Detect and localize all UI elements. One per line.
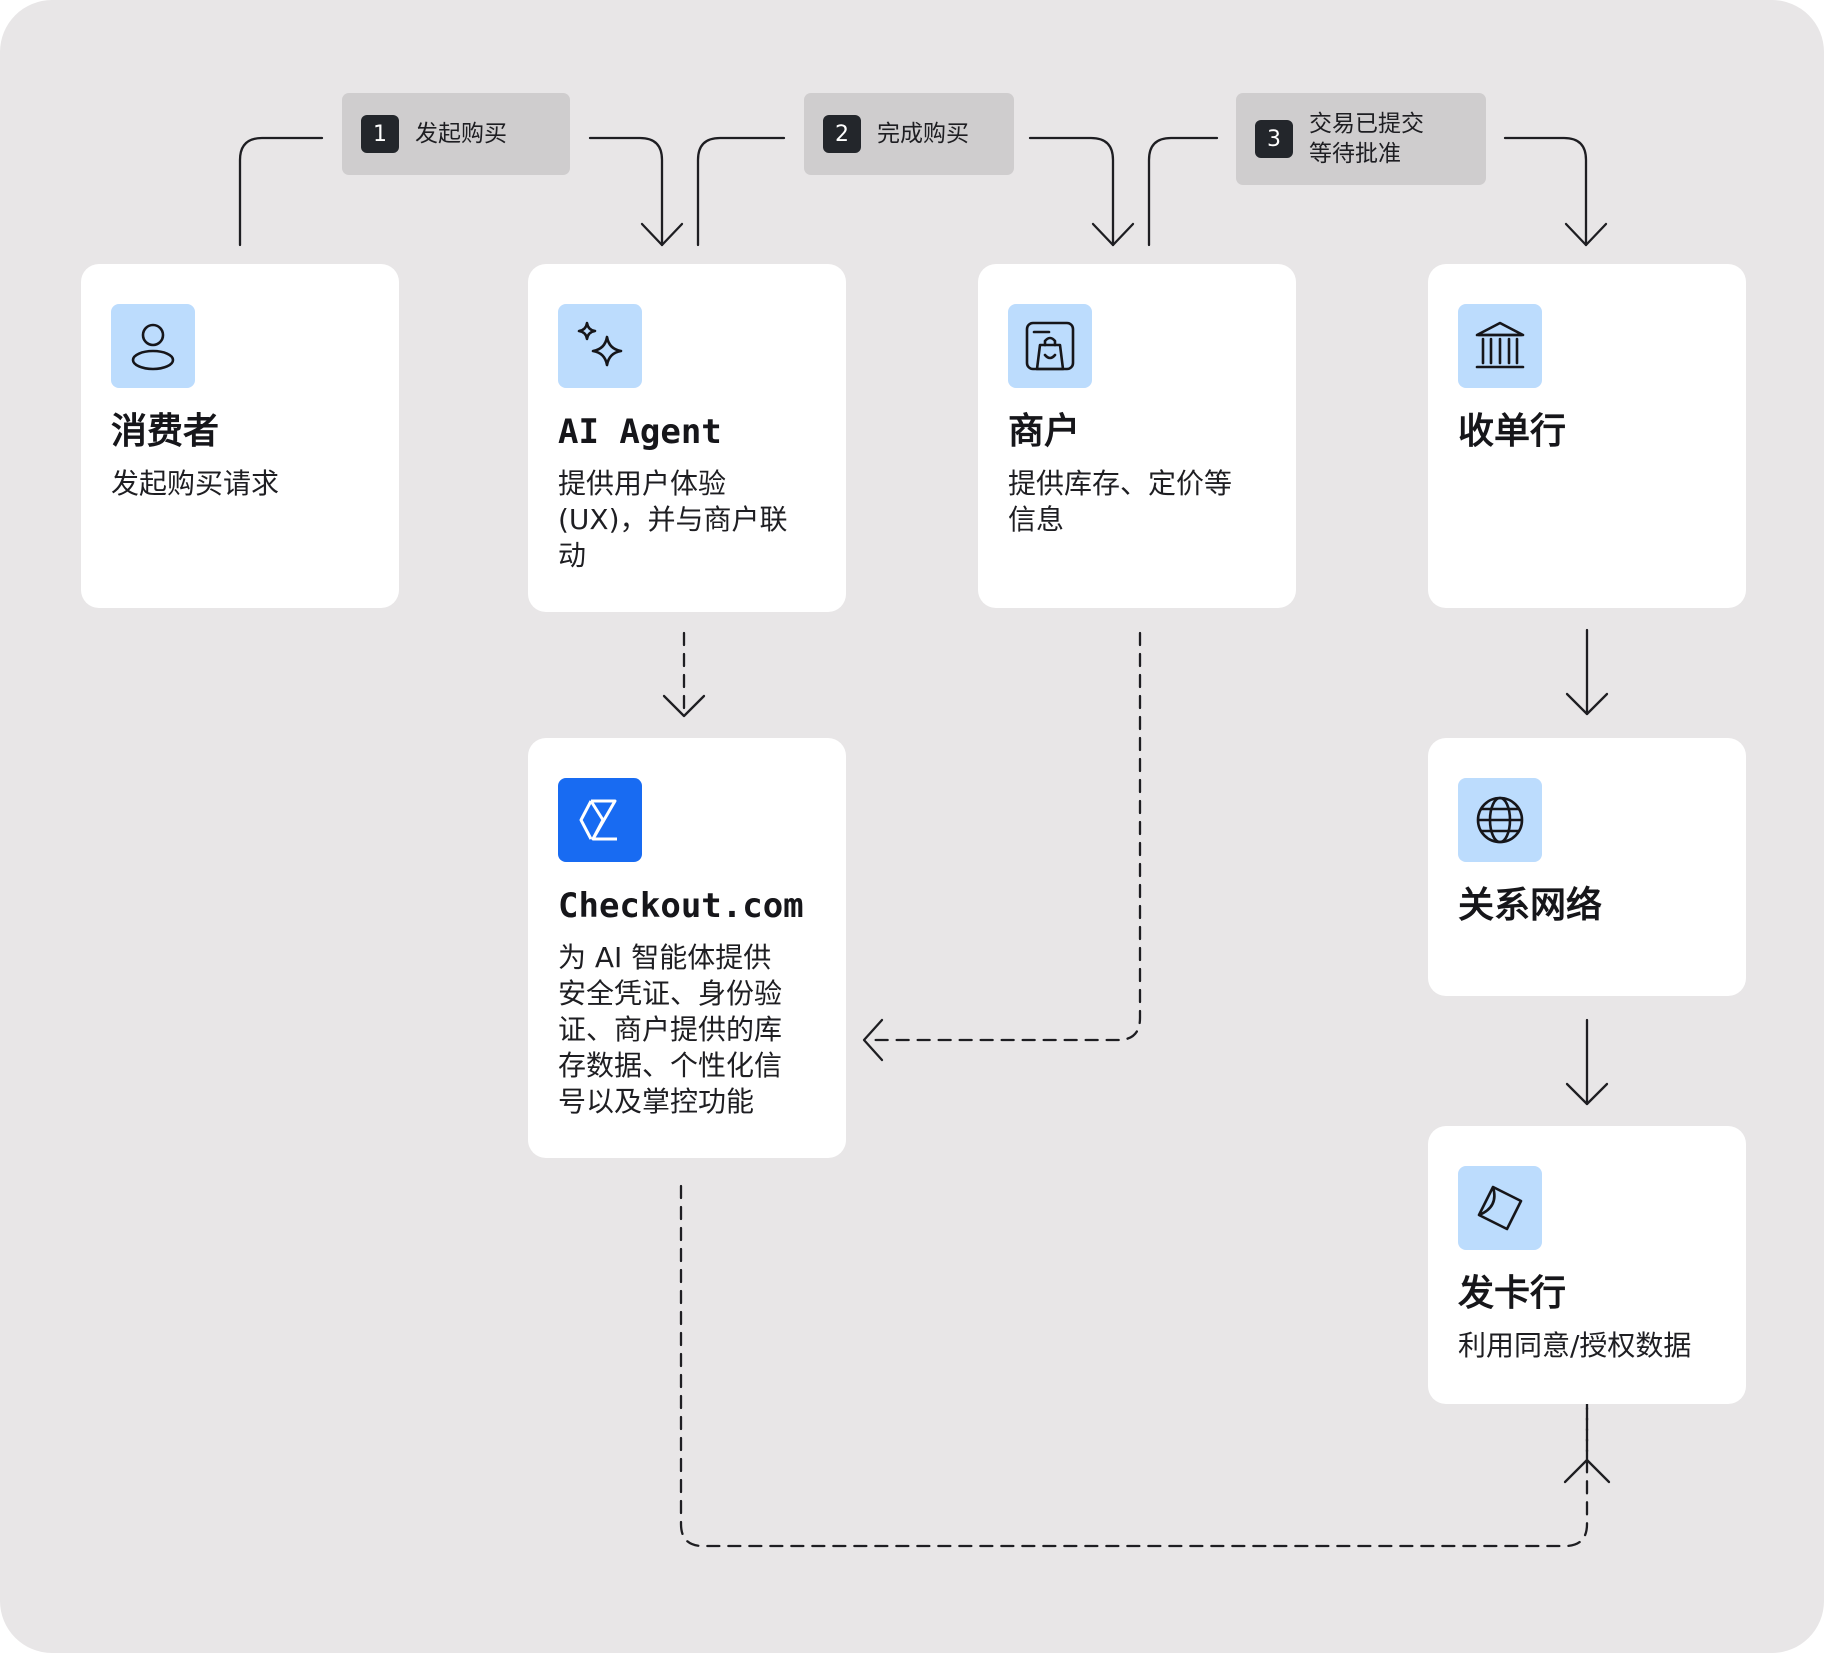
node-description: 发起购买请求 xyxy=(111,467,280,500)
person-icon xyxy=(111,304,195,388)
step-tag-1: 1 发起购买 xyxy=(342,93,570,175)
bank-icon xyxy=(1458,304,1542,388)
step-number: 2 xyxy=(823,115,861,153)
connector-merchant-to-checkout xyxy=(868,631,1142,1042)
node-issuer: 发卡行 利用同意/授权数据 xyxy=(1428,1126,1746,1404)
arrowhead-agent-to-merchant xyxy=(1091,222,1135,247)
sparkle-icon xyxy=(558,304,642,388)
node-acquirer: 收单行 xyxy=(1428,264,1746,608)
shopping-bag-icon xyxy=(1008,304,1092,388)
checkout-logo-icon xyxy=(558,778,642,862)
node-title: 发卡行 xyxy=(1458,1273,1567,1314)
node-title: Checkout.com xyxy=(558,886,804,926)
node-description: 利用同意/授权数据 xyxy=(1458,1329,1692,1362)
node-description: 为 AI 智能体提供 安全凭证、身份验 证、商户提供的库 存数据、个性化信 号以… xyxy=(558,941,783,1118)
node-title: 商户 xyxy=(1008,411,1081,452)
step-label: 交易已提交 等待批准 xyxy=(1309,111,1424,167)
node-consumer: 消费者 发起购买请求 xyxy=(81,264,399,608)
arrowhead-merchant-to-acquirer xyxy=(1564,222,1608,247)
card-icon xyxy=(1458,1166,1542,1250)
step-tag-3: 3 交易已提交 等待批准 xyxy=(1236,93,1486,185)
node-description: 提供库存、定价等 信息 xyxy=(1008,467,1233,536)
arrowhead-consumer-to-agent xyxy=(640,222,684,247)
arrowhead-agent-to-checkout xyxy=(662,694,706,718)
node-title: 关系网络 xyxy=(1458,885,1603,926)
step-tag-2: 2 完成购买 xyxy=(804,93,1014,175)
node-merchant: 商户 提供库存、定价等 信息 xyxy=(978,264,1296,608)
node-network: 关系网络 xyxy=(1428,738,1746,996)
step-label: 发起购买 xyxy=(415,121,507,147)
arrowhead-merchant-to-checkout xyxy=(862,1018,884,1062)
node-title: 消费者 xyxy=(111,411,220,452)
arrowhead-acquirer-to-network xyxy=(1565,692,1609,716)
node-checkout: Checkout.com 为 AI 智能体提供 安全凭证、身份验 证、商户提供的… xyxy=(528,738,846,1158)
arrowhead-network-to-issuer xyxy=(1565,1082,1609,1106)
step-number: 1 xyxy=(361,115,399,153)
globe-icon xyxy=(1458,778,1542,862)
node-title: AI Agent xyxy=(558,412,722,452)
arrowhead-checkout-to-issuer xyxy=(1563,1458,1611,1484)
step-label: 完成购买 xyxy=(877,121,969,147)
node-description: 提供用户体验 (UX)，并与商户联 动 xyxy=(558,467,788,572)
node-title: 收单行 xyxy=(1458,411,1567,452)
step-number: 3 xyxy=(1255,120,1293,158)
node-ai-agent: AI Agent 提供用户体验 (UX)，并与商户联 动 xyxy=(528,264,846,612)
